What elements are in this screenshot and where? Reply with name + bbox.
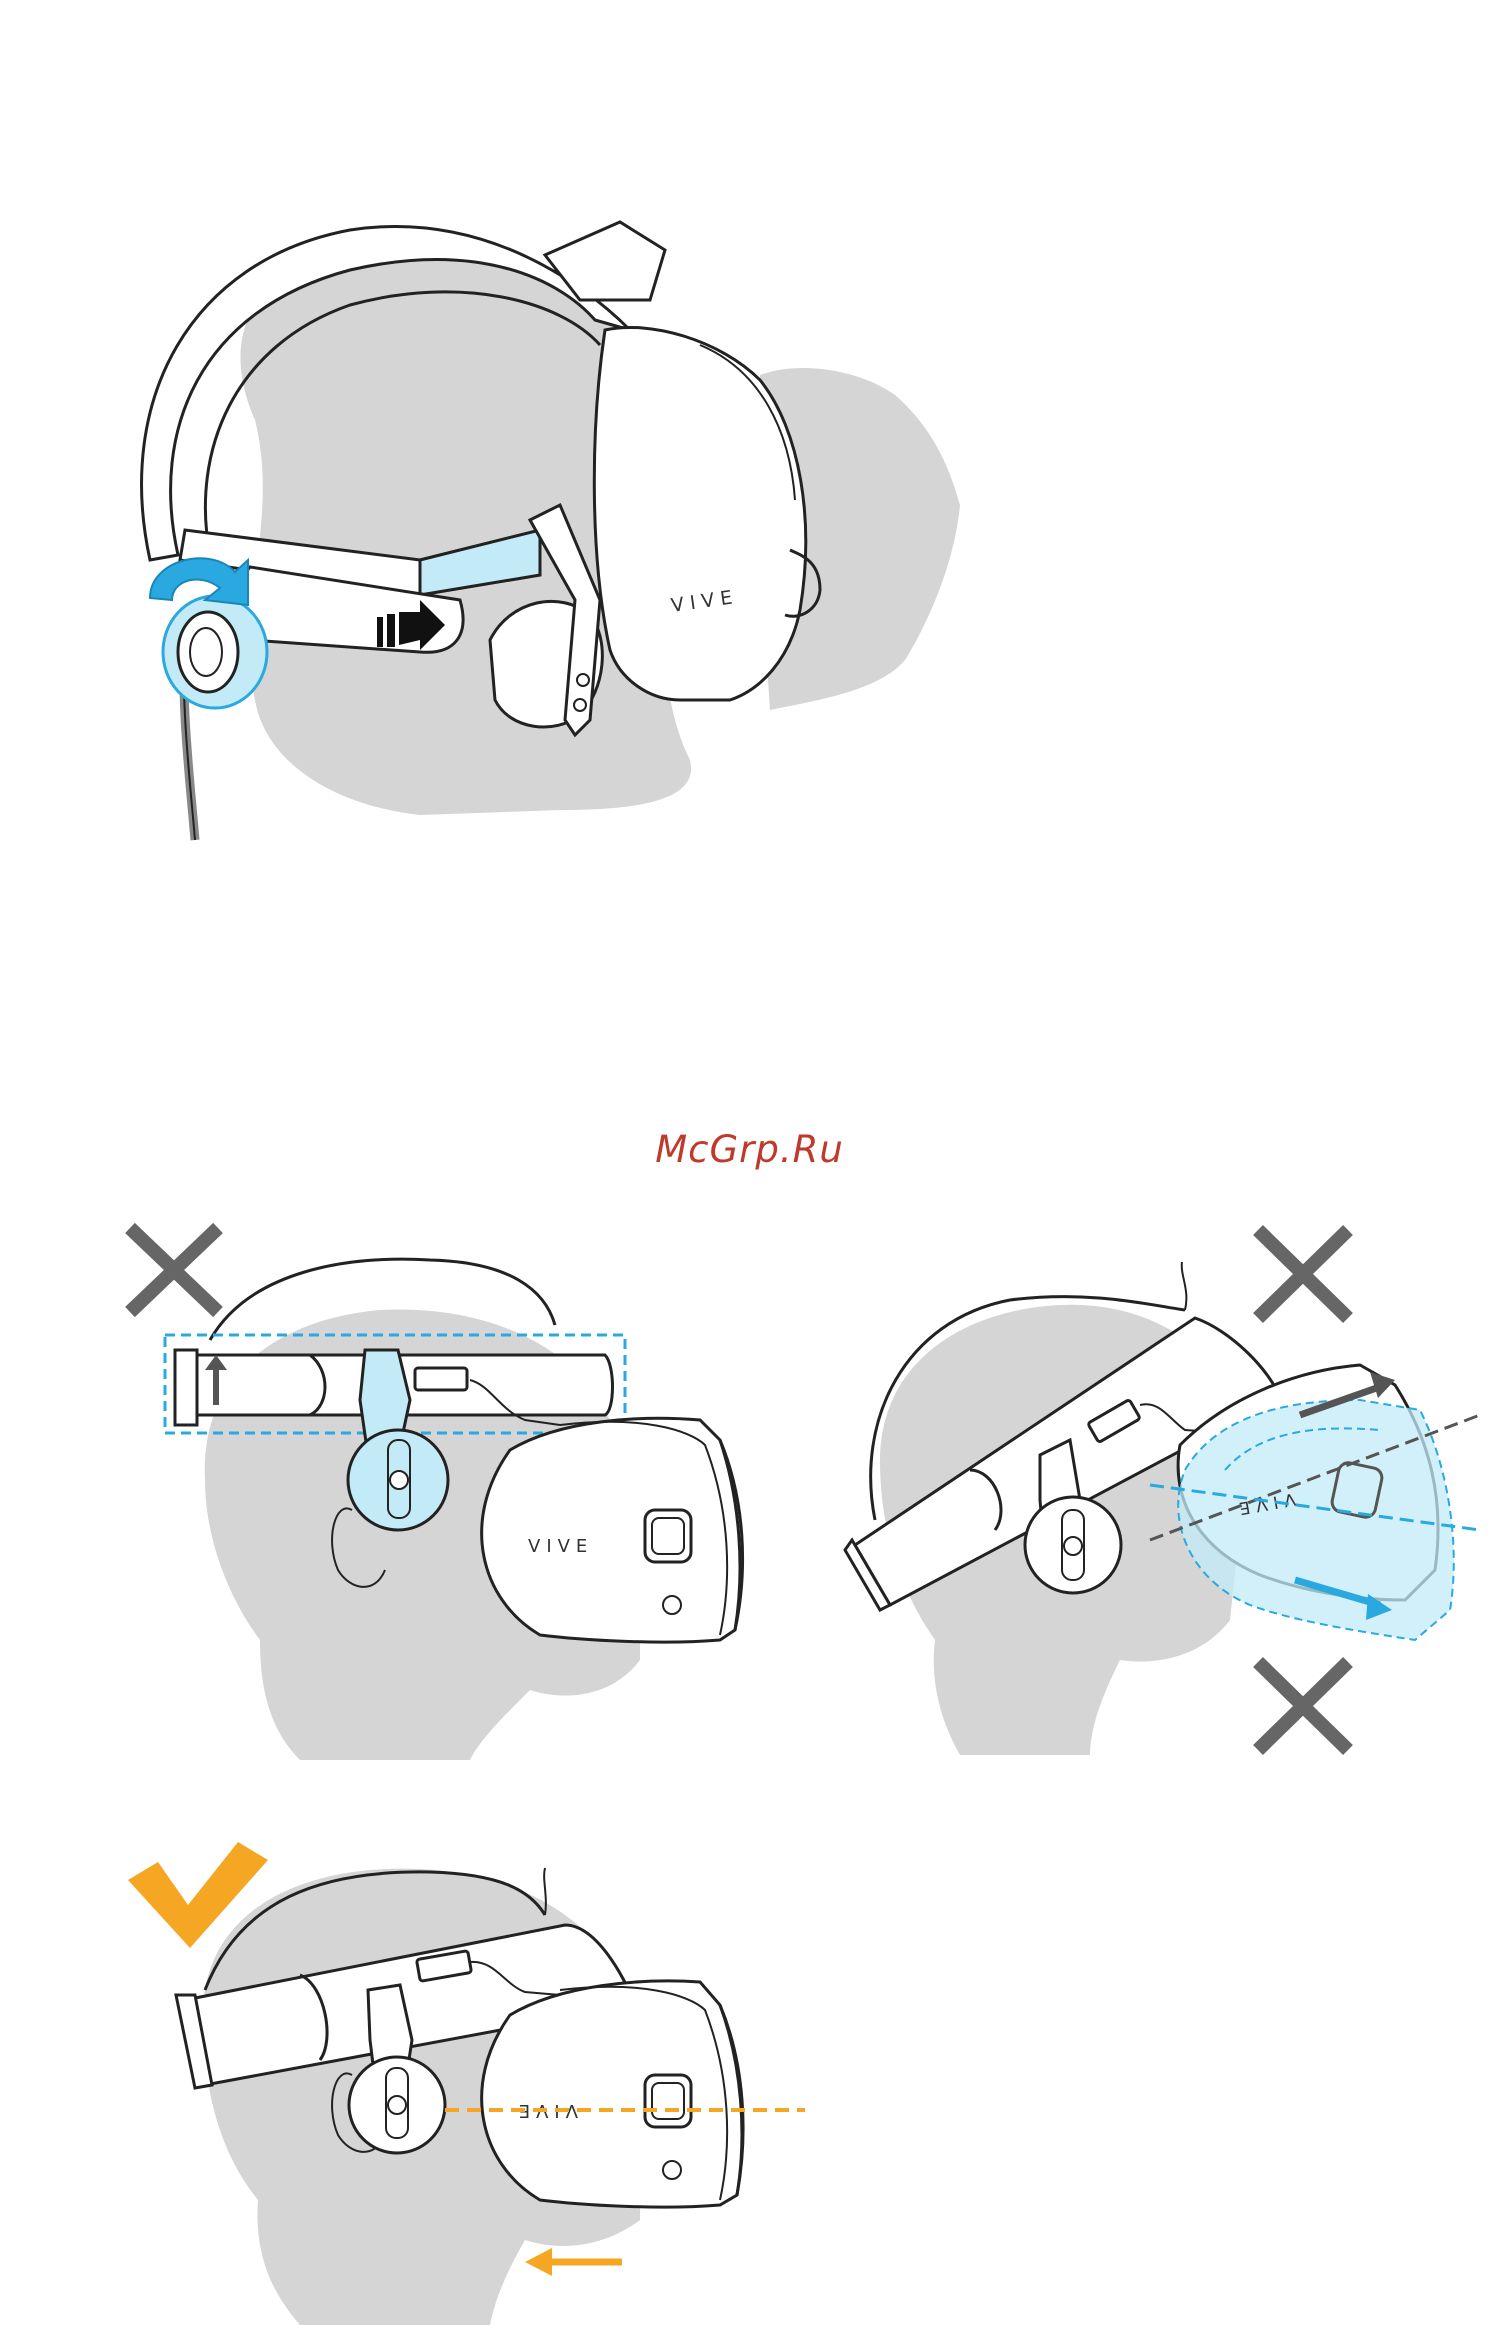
cross-icon (1258, 1230, 1348, 1318)
figure-headset-aligned: VIVE (128, 1842, 805, 2325)
headset-body (482, 1981, 742, 2207)
cross-icon (1258, 1662, 1348, 1750)
headset-body (482, 1418, 740, 1642)
back-arrow-icon (525, 2248, 622, 2276)
headset-brand-label: VIVE (528, 1536, 593, 1557)
figure-headset-tilted: VIVE (845, 1230, 1480, 1755)
watermark: McGrp.Ru (0, 1128, 1499, 1171)
dial-knob (178, 612, 238, 692)
figure-strap-too-high: VIVE (130, 1228, 743, 1760)
cross-icon (130, 1228, 218, 1312)
figure-rotate-dial: VIVE (142, 222, 960, 840)
